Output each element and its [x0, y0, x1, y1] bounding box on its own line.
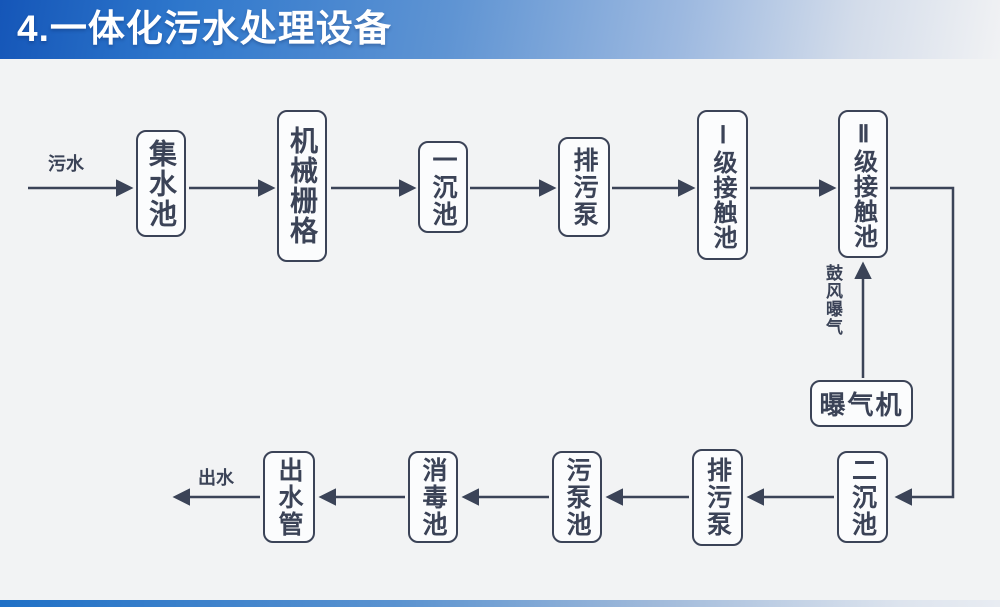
arrow-level2-to-secondary — [890, 186, 955, 506]
node-sludge-pump-tank: 污泵池 — [552, 451, 602, 543]
header-bar: 4.一体化污水处理设备 — [0, 0, 1000, 59]
node-sewage-pump-2: 排污泵 — [692, 449, 743, 546]
node-level2-contact-tank: Ⅱ级接触池 — [838, 110, 888, 258]
inflow-label: 污水 — [48, 154, 84, 174]
page-title: 4.一体化污水处理设备 — [17, 8, 392, 49]
node-outlet-pipe: 出水管 — [263, 451, 315, 543]
node-sewage-pump-1: 排污泵 — [558, 137, 610, 237]
aeration-label: 鼓风曝气 — [823, 264, 842, 336]
node-mechanical-grid: 机械栅格 — [277, 110, 327, 262]
bottom-accent-bar — [0, 600, 1000, 607]
outflow-label: 出水 — [198, 468, 234, 488]
node-primary-sedimentation: 一沉池 — [418, 141, 468, 233]
node-collection-tank: 集水池 — [136, 130, 186, 237]
node-level1-contact-tank: Ⅰ级接触池 — [697, 110, 748, 260]
node-disinfection-tank: 消毒池 — [408, 451, 458, 543]
node-aerator: 曝气机 — [810, 380, 913, 427]
node-secondary-sedimentation: 二沉池 — [837, 451, 888, 543]
